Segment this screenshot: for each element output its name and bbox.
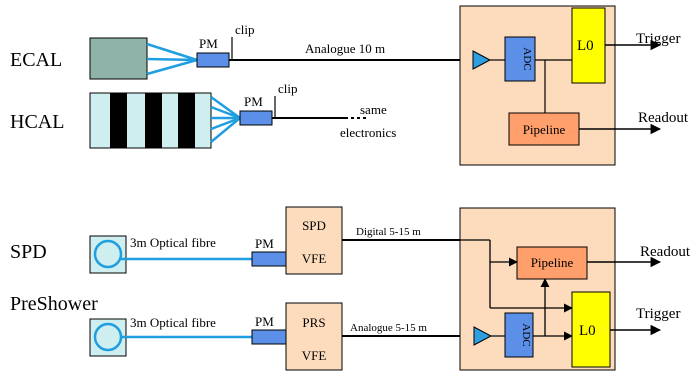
ps-adc-label: ADC (520, 323, 532, 346)
spd-fibre-loop (93, 239, 123, 269)
prs-vfe-bottom-label: VFE (302, 348, 327, 363)
calo-pipeline (508, 112, 580, 146)
prs-cable-label: Analogue 5-15 m (350, 322, 427, 334)
ecal-pm-label: PM (199, 36, 218, 51)
prs-fibre-label: 3m Optical fibre (130, 315, 216, 330)
ps-pipeline (516, 246, 588, 280)
calo-readout-label: Readout (638, 110, 689, 126)
spd-cable-label: Digital 5-15 m (356, 226, 421, 238)
hcal-pm-label: PM (244, 94, 263, 109)
calo-l0-label: L0 (577, 38, 594, 54)
prs-vfe-top-label: PRS (302, 315, 325, 330)
calo-amplifier (472, 50, 492, 70)
ecal-pm (196, 52, 230, 68)
ps-readout-label: Readout (640, 244, 691, 260)
prs-vfe (285, 302, 343, 371)
ps-amplifier (473, 326, 493, 346)
hcal-electronics-label: electronics (340, 125, 396, 140)
ecal-clip-label: clip (235, 22, 255, 37)
spd-pm (251, 251, 287, 267)
ps-pipeline-label: Pipeline (531, 255, 574, 270)
hcal-module (89, 92, 212, 149)
spd-vfe-bottom-label: VFE (302, 251, 327, 266)
calo-pipeline-label: Pipeline (523, 122, 566, 137)
ps-l0 (571, 291, 611, 368)
hcal-fibres (210, 95, 241, 143)
hcal-same-label: same (360, 102, 387, 117)
spd-pm-label: PM (255, 236, 274, 251)
calo-adc-label: ADC (521, 47, 533, 70)
ecal-module (89, 37, 148, 80)
prs-pm (251, 329, 287, 345)
calo-trigger-label: Trigger (636, 31, 680, 47)
ecal-cable-label: Analogue 10 m (305, 41, 385, 56)
calo-adc (504, 36, 536, 82)
ecal-label: ECAL (10, 49, 62, 71)
hcal-label: HCAL (10, 111, 64, 133)
prs-pm-label: PM (255, 314, 274, 329)
hcal-pm (239, 110, 273, 126)
ps-adc (504, 312, 534, 358)
ps-l0-label: L0 (579, 323, 596, 339)
preshower-label: PreShower (10, 293, 98, 315)
ps-trigger-label: Trigger (636, 306, 680, 322)
hcal-clip-label: clip (278, 81, 298, 96)
ecal-fibres (146, 42, 198, 76)
spd-vfe-top-label: SPD (302, 218, 326, 233)
spd-label: SPD (10, 241, 47, 263)
spd-vfe (285, 206, 343, 275)
spd-fibre-label: 3m Optical fibre (130, 235, 216, 250)
